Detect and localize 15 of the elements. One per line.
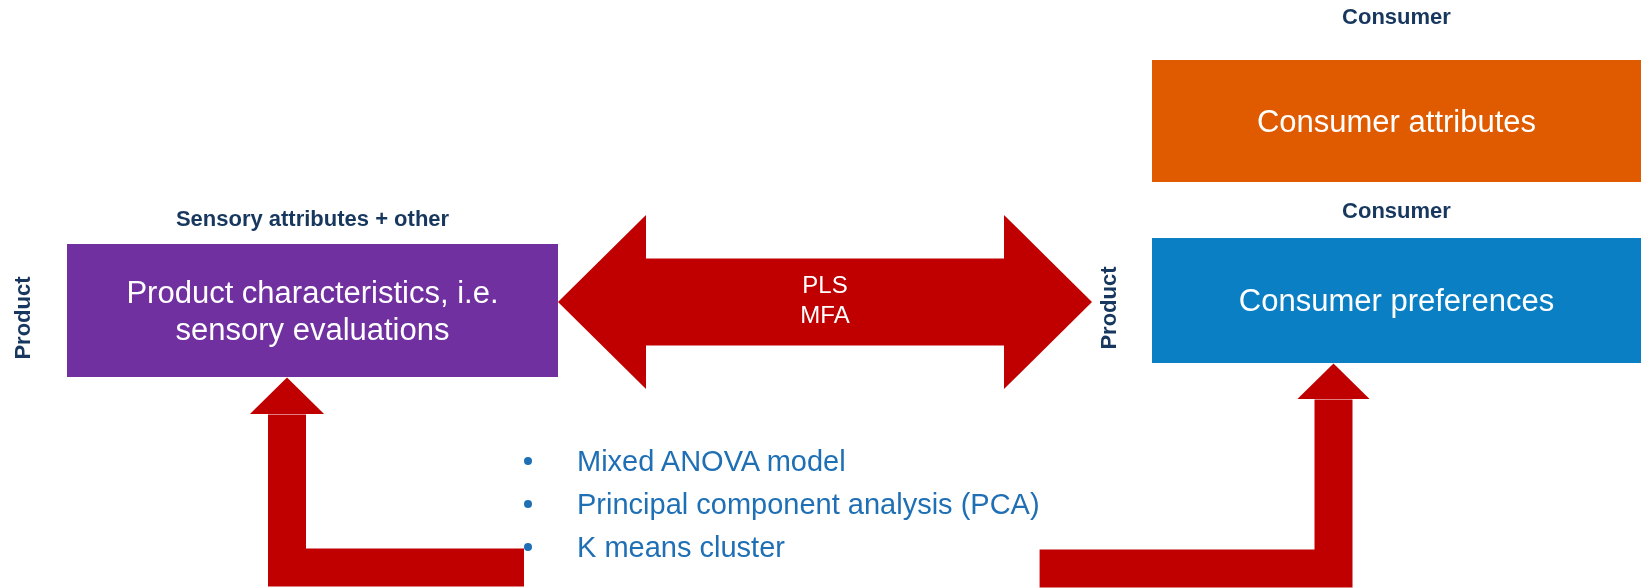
- edge-label: PLS MFA: [799, 270, 851, 330]
- axis-label: Product: [1096, 266, 1122, 350]
- block-arrow: [558, 215, 1092, 389]
- axis-label: Product: [10, 276, 36, 360]
- list-item: Mixed ANOVA model: [577, 443, 846, 479]
- heading: Sensory attributes + other: [175, 206, 450, 233]
- heading: Consumer: [1342, 4, 1451, 31]
- text-box: Product characteristics, i.e. sensory evaluations: [67, 244, 558, 378]
- list-item: Principal component analysis (PCA): [577, 486, 1040, 522]
- block-arrow: [1039, 363, 1370, 588]
- heading: Consumer: [1342, 198, 1451, 225]
- block-arrow: [249, 377, 524, 587]
- text-box: Consumer preferences: [1152, 238, 1641, 364]
- text-box: Consumer attributes: [1152, 60, 1641, 183]
- list-item: K means cluster: [577, 529, 785, 565]
